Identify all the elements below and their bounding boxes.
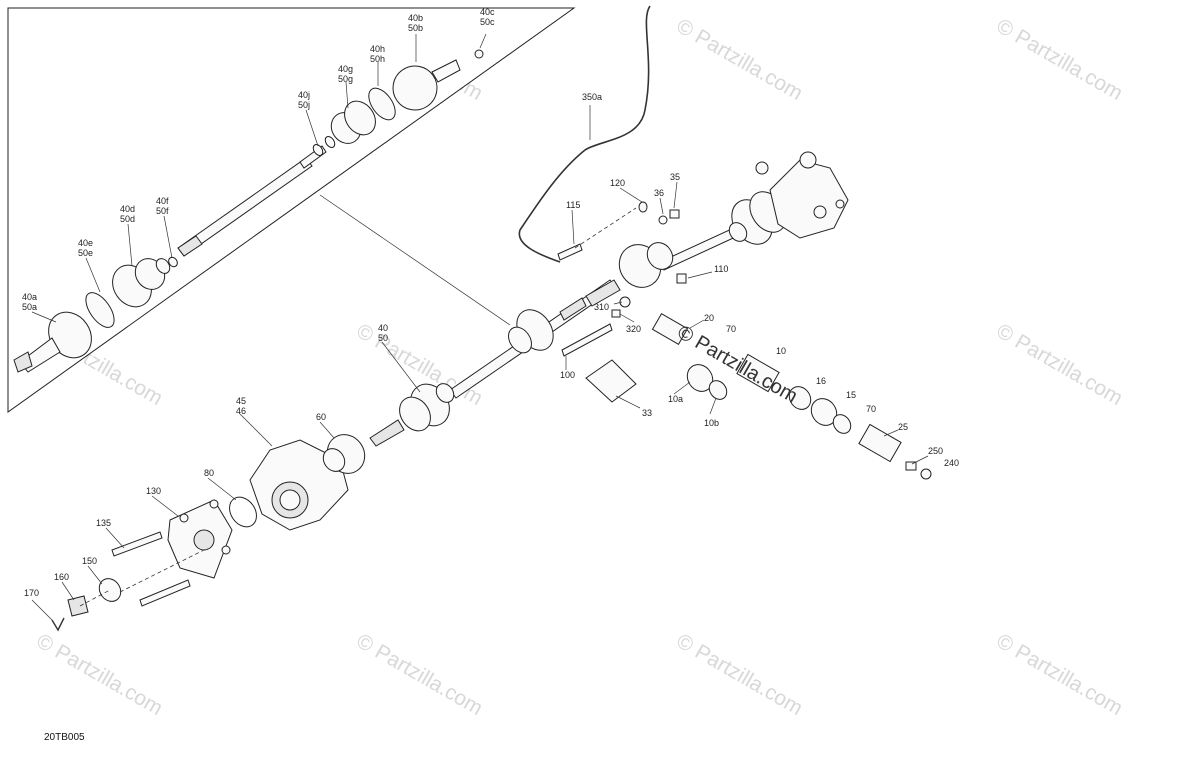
callout-label: 50 bbox=[378, 333, 388, 343]
inset-inner-cv-joint bbox=[392, 49, 484, 111]
callout-label: 50a bbox=[22, 302, 37, 312]
callout-label: 20 bbox=[704, 313, 714, 323]
hardware-small bbox=[557, 201, 687, 403]
diagram-code: 20TB005 bbox=[44, 732, 85, 743]
callout-label: 135 bbox=[96, 518, 111, 528]
callout-label: 10a bbox=[668, 394, 683, 404]
callout-label: 160 bbox=[54, 572, 69, 582]
callout-label: 40g bbox=[338, 64, 353, 74]
callout-label: 40a bbox=[22, 292, 37, 302]
wheel-studs bbox=[111, 531, 191, 607]
watermark: © Partzilla.com bbox=[353, 629, 487, 720]
wheel-bearing bbox=[322, 434, 366, 474]
callout-label: 170 bbox=[24, 588, 39, 598]
breather-hose bbox=[518, 5, 651, 263]
callout-label: 240 bbox=[944, 458, 959, 468]
callout-label: 50f bbox=[156, 206, 169, 216]
watermark: © Partzilla.com bbox=[33, 629, 167, 720]
callout-label: 40c bbox=[480, 7, 495, 17]
differential-housing bbox=[755, 151, 849, 239]
callout-label: 45 bbox=[236, 396, 246, 406]
callout-label: 50b bbox=[408, 23, 423, 33]
callout-label: 100 bbox=[560, 370, 575, 380]
callout-label: 33 bbox=[642, 408, 652, 418]
callout-label: 40d bbox=[120, 204, 135, 214]
callout-label: 130 bbox=[146, 486, 161, 496]
callout-labels: 40b 50b 40c 50c 40h 50h 40g 50g 40j 50j … bbox=[22, 7, 959, 598]
callout-label: 50e bbox=[78, 248, 93, 258]
callout-label: 250 bbox=[928, 446, 943, 456]
callout-label: 50d bbox=[120, 214, 135, 224]
callout-label: 40j bbox=[298, 90, 310, 100]
inset-outer-cv-joint bbox=[13, 311, 92, 373]
callout-label: 70 bbox=[726, 324, 736, 334]
callout-label: 310 bbox=[594, 302, 609, 312]
callout-label: 60 bbox=[316, 412, 326, 422]
callout-label: 120 bbox=[610, 178, 625, 188]
callout-label: 40 bbox=[378, 323, 388, 333]
watermark: © Partzilla.com bbox=[993, 629, 1127, 720]
inset-boot bbox=[85, 256, 178, 328]
knuckle bbox=[249, 439, 349, 531]
callout-label: 80 bbox=[204, 468, 214, 478]
watermark-overlay: © Partzilla.com bbox=[674, 321, 802, 407]
watermark: © Partzilla.com bbox=[993, 319, 1127, 410]
watermark: © Partzilla.com bbox=[673, 629, 807, 720]
callout-label: 70 bbox=[866, 404, 876, 414]
watermark: © Partzilla.com bbox=[993, 14, 1127, 105]
main-inner-cv-joint bbox=[585, 242, 674, 307]
main-mid-boot bbox=[508, 297, 587, 354]
callout-label: 50c bbox=[480, 17, 495, 27]
wheel-hub bbox=[167, 499, 233, 579]
inset-panel bbox=[7, 7, 576, 413]
inset-inner-boot bbox=[312, 87, 396, 156]
callout-label: 40h bbox=[370, 44, 385, 54]
hub-nut-and-washer bbox=[51, 578, 122, 632]
callout-label: 46 bbox=[236, 406, 246, 416]
leader-lines bbox=[31, 105, 929, 621]
callout-label: 350a bbox=[582, 92, 602, 102]
main-outer-boot bbox=[369, 383, 455, 447]
watermark: © Partzilla.com bbox=[673, 14, 807, 105]
callout-label: 25 bbox=[898, 422, 908, 432]
callout-label: 36 bbox=[654, 188, 664, 198]
heat-shield-clip bbox=[585, 359, 637, 403]
callout-label: 110 bbox=[714, 264, 728, 274]
callout-label: 40e bbox=[78, 238, 93, 248]
callout-label: 150 bbox=[82, 556, 97, 566]
callout-label: 10 bbox=[776, 346, 786, 356]
inner-joint-components bbox=[651, 313, 932, 480]
callout-label: 115 bbox=[566, 200, 580, 210]
callout-label: 16 bbox=[816, 376, 826, 386]
retaining-ring bbox=[229, 496, 257, 528]
callout-label: 50g bbox=[338, 74, 353, 84]
callout-label: 320 bbox=[626, 324, 641, 334]
callout-label: 15 bbox=[846, 390, 856, 400]
callout-label: 35 bbox=[670, 172, 680, 182]
callout-label: 40b bbox=[408, 13, 423, 23]
callout-label: 50j bbox=[298, 100, 310, 110]
callout-label: 10b bbox=[704, 418, 719, 428]
callout-label: 50h bbox=[370, 54, 385, 64]
callout-label: 40f bbox=[156, 196, 169, 206]
